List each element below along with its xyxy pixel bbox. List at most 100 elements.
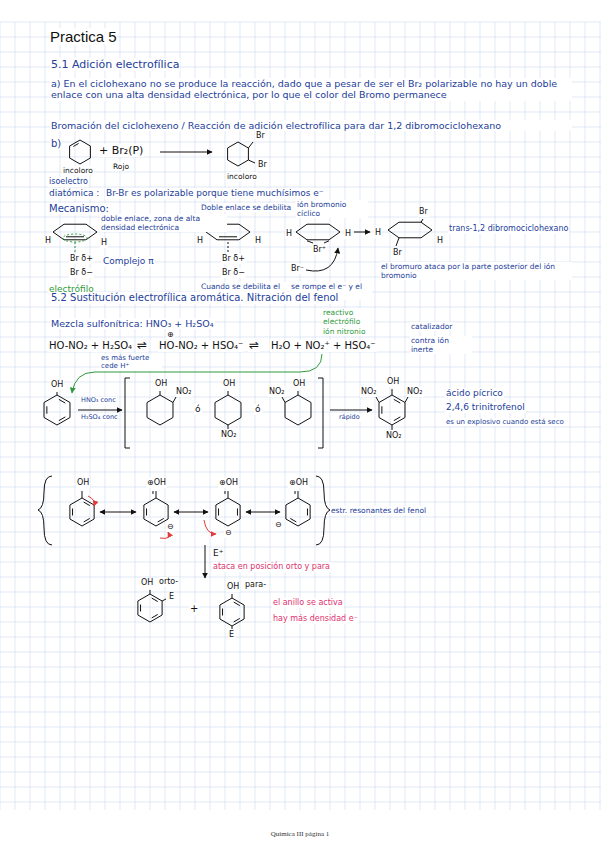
grid-line — [450, 22, 451, 810]
note-text: es un explosivo cuando está seco — [445, 418, 567, 426]
double-bond — [152, 614, 158, 617]
grid-line — [0, 577, 601, 578]
double-bond — [237, 509, 238, 516]
note-text: OH — [50, 380, 64, 390]
grid-line — [0, 532, 601, 533]
note-text: NO₂ — [385, 431, 403, 441]
grid-line — [0, 442, 601, 443]
note-text: incoloro — [62, 166, 94, 175]
double-bond — [234, 618, 240, 621]
benzene-ring — [286, 498, 310, 526]
bond — [298, 391, 299, 395]
note-text: 5.2 Sustitución electrofílica aromática.… — [50, 292, 339, 304]
electron-cloud — [63, 234, 87, 242]
note-text: Bromación del ciclohexeno / Reacción de … — [50, 120, 572, 131]
grid-line — [0, 772, 601, 773]
grid-line — [270, 22, 271, 810]
grid-line — [75, 22, 76, 810]
grid-line — [240, 22, 241, 810]
bond — [156, 491, 157, 498]
note-text: 2,4,6 trinitrofenol — [445, 402, 526, 413]
note-text: diatómica : — [48, 188, 100, 199]
note-text: isoelectro — [48, 177, 89, 187]
grid-line — [600, 22, 601, 810]
bracket — [125, 378, 130, 448]
note-text: H — [100, 238, 108, 248]
brace — [38, 476, 52, 545]
cyclohexene-ring — [53, 224, 97, 240]
grid-line — [180, 22, 181, 810]
brace — [316, 476, 330, 545]
bond — [392, 425, 393, 430]
benzene-ring — [228, 142, 249, 166]
grid-line — [465, 22, 466, 810]
note-text: OH — [386, 377, 400, 387]
note-text: Br — [255, 131, 266, 141]
note-text: Br — [392, 248, 403, 258]
note-text: estr. resonantes del fenol — [330, 506, 427, 515]
note-text: ó — [194, 404, 202, 415]
bond — [228, 391, 229, 395]
note-text: NO₂ — [406, 387, 424, 397]
double-bond — [146, 509, 147, 516]
grid-line — [390, 22, 391, 810]
grid-line — [0, 337, 601, 338]
grid-line — [555, 22, 556, 810]
cyclohexene-ring — [388, 222, 432, 238]
grid-line — [0, 667, 601, 668]
grid-line — [0, 547, 601, 548]
grid-line — [315, 22, 316, 810]
bond — [232, 626, 233, 629]
bond — [162, 599, 166, 601]
note-text: H — [196, 236, 204, 246]
note-text: Br δ− — [221, 268, 246, 278]
grid-line — [45, 22, 46, 810]
grid-line — [525, 22, 526, 810]
note-text: H₂SO₄ conc — [80, 414, 119, 422]
grid-line — [570, 22, 571, 810]
grid — [0, 22, 601, 810]
note-text: + — [189, 603, 199, 615]
grid-line — [0, 517, 601, 518]
note-text: H — [374, 228, 382, 238]
note-text: OH — [76, 478, 90, 488]
note-text: doble enlace, zona de alta densidad elec… — [100, 214, 227, 232]
electron-arrow — [88, 496, 94, 506]
page-title: Practica 5 — [50, 28, 117, 45]
double-bond — [73, 143, 78, 146]
bond — [392, 389, 393, 395]
note-text: Complejo π — [102, 256, 155, 267]
note-text: E⁺ — [212, 548, 224, 559]
resonance-arrow — [246, 512, 280, 513]
grid-line — [0, 697, 601, 698]
grid-line — [495, 22, 496, 810]
grid-line — [0, 472, 601, 473]
note-text: ⇌ — [248, 338, 260, 352]
note-text: + Br₂(P) — [98, 144, 144, 157]
bond — [228, 425, 229, 429]
note-text: ión bromonio cíclico — [296, 200, 368, 218]
pi-interaction — [75, 242, 76, 252]
note-text: Br⁺ — [312, 245, 327, 255]
double-bond — [72, 509, 73, 516]
double-bond — [66, 236, 84, 237]
grid-line — [0, 682, 601, 683]
double-bond — [84, 502, 90, 505]
note-text: para- — [244, 580, 267, 590]
grid-line — [0, 142, 601, 143]
note-text: es más fuerte cede H⁺ — [100, 354, 162, 371]
note-text: b) — [50, 138, 62, 150]
grid-line — [0, 637, 601, 638]
note-text: rápido — [338, 414, 361, 422]
note-text: ácido pícrico — [445, 388, 504, 399]
note-text: Br — [257, 160, 268, 170]
note-text: ⊖ — [166, 522, 175, 532]
grid-line — [0, 52, 601, 53]
note-text: el bromuro ataca por la parte posterior … — [380, 262, 572, 280]
resonance-arrow — [100, 512, 136, 513]
grid-line — [300, 22, 301, 810]
grid-line — [0, 367, 601, 368]
note-text: ión nitronio — [322, 327, 367, 336]
double-bond — [381, 406, 382, 413]
grid-line — [165, 22, 166, 810]
